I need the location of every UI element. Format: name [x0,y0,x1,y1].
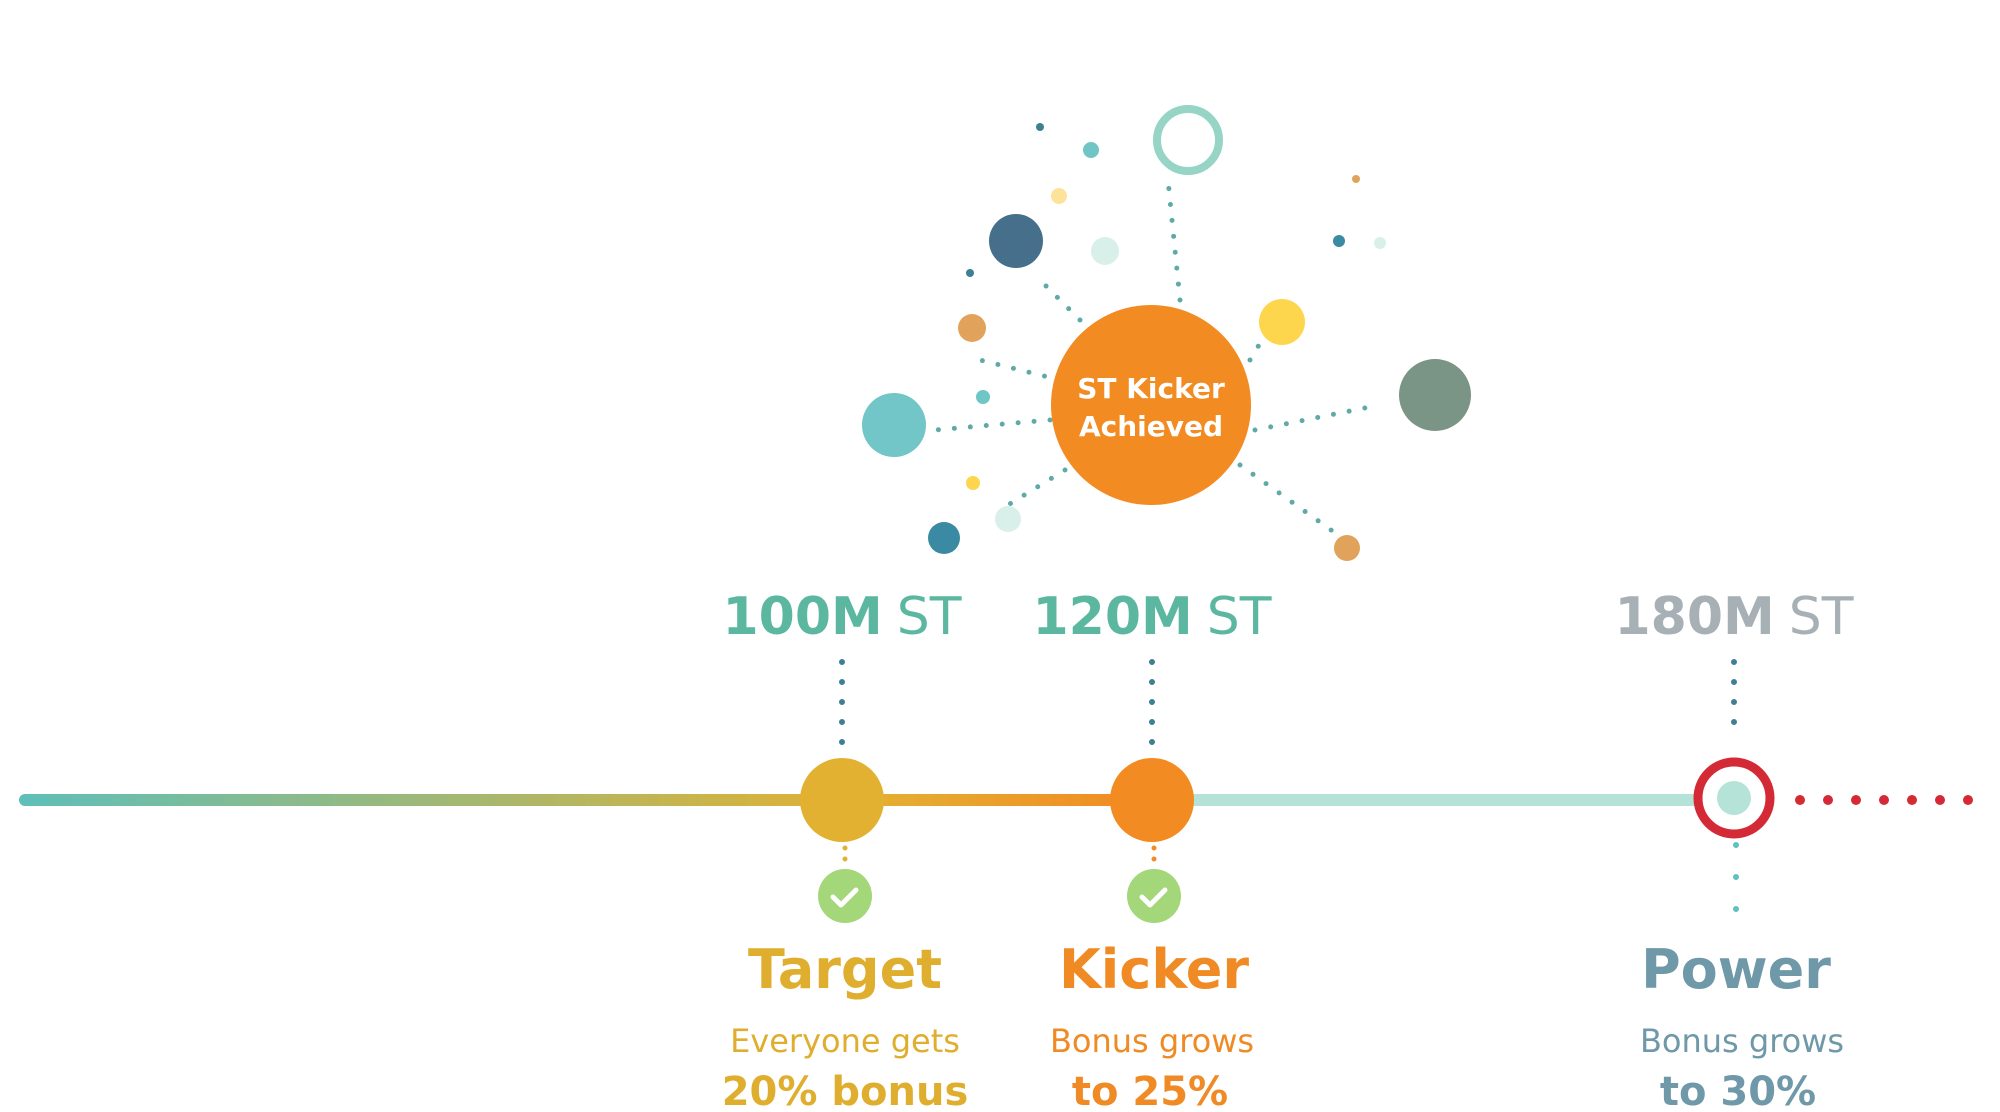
check-icon [830,887,859,908]
satellite-dot [862,393,926,457]
burst-rays [932,177,1383,543]
milestone-node [800,758,884,842]
burst-center-circle [1051,305,1251,505]
milestone-desc-line1: Bonus grows [1640,1022,1844,1060]
satellite-dot [928,522,960,554]
milestone-name: Kicker [1059,938,1249,1001]
check-badge [818,869,872,923]
satellite-dot [976,390,990,404]
satellite-dot [1374,237,1386,249]
milestone-desc-line1: Everyone gets [730,1022,960,1060]
check-icon [1139,887,1168,908]
burst-center-label-line1: ST Kicker [1077,372,1225,405]
satellite-dot [989,214,1043,268]
check-badge [1127,869,1181,923]
milestone-name: Power [1641,938,1831,1001]
milestone-desc-line2: to 25% [1072,1069,1228,1112]
burst-center-label-line2: Achieved [1079,410,1223,443]
satellite-dot [966,269,974,277]
satellite-dot [1036,123,1044,131]
satellite-dot [1333,235,1345,247]
milestone-desc-line1: Bonus grows [1050,1022,1254,1060]
satellite-dot [1259,299,1305,345]
satellite-dot [1352,175,1360,183]
satellite-dot [995,506,1021,532]
satellite-ring [1153,105,1223,175]
milestone-desc-line2: 20% bonus [722,1069,969,1112]
satellite-dot [1091,237,1119,265]
milestone-node [1717,781,1751,815]
burst-cluster: ST Kicker Achieved [862,105,1471,561]
satellite-dot [966,476,980,490]
milestone-name: Target [748,938,942,1001]
satellite-dot [1399,359,1471,431]
milestone-desc-line2: to 30% [1660,1069,1816,1112]
satellite-dot [1051,188,1067,204]
satellite-dot [1083,142,1099,158]
milestone-node [1110,758,1194,842]
satellite-dot [1334,535,1360,561]
satellite-dot [958,314,986,342]
